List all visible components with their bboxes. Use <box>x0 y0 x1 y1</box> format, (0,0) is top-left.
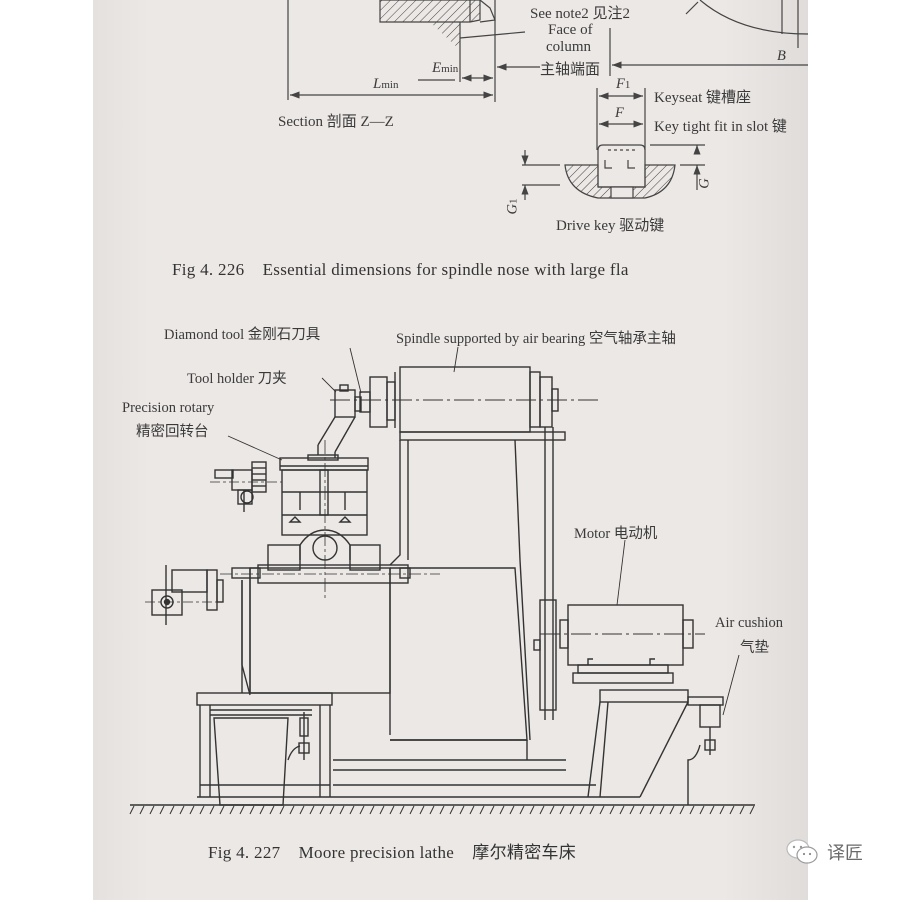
face-of-column-label-line2: column <box>546 39 591 55</box>
section-label: Section 剖面 Z—Z <box>278 114 394 130</box>
diamond-tool-label: Diamond tool 金刚石刀具 <box>164 327 321 343</box>
watermark-text: 译匠 <box>827 843 863 864</box>
precision-rotary-label-line1: Precision rotary <box>122 400 215 416</box>
l-subscript: min <box>381 79 399 91</box>
fig227-caption: Fig 4. 227 Moore precision lathe 摩尔精密车床 <box>208 843 577 862</box>
motor-label: Motor 电动机 <box>574 526 658 542</box>
watermark: 译匠 <box>785 838 863 866</box>
l-min-label: Lmin <box>373 76 398 93</box>
e-symbol: E <box>432 60 442 76</box>
keyseat-label: Keyseat 键槽座 <box>654 90 752 106</box>
g1-subscript: 1 <box>507 198 520 205</box>
spindle-air-bearing-label: Spindle supported by air bearing 空气轴承主轴 <box>396 331 676 347</box>
book-page <box>93 0 808 900</box>
see-note-label: See note2 见注2 <box>530 6 630 22</box>
tool-holder-label: Tool holder 刀夹 <box>187 371 287 387</box>
e-min-label: Emin <box>432 60 458 77</box>
page-shading <box>93 0 808 900</box>
f1-subscript: 1 <box>624 79 631 91</box>
precision-rotary-label-line2: 精密回转台 <box>136 424 209 440</box>
fig227-leaders <box>227 346 740 716</box>
fig226-caption: Fig 4. 226 Essential dimensions for spin… <box>172 260 629 279</box>
spindle-end-face-label: 主轴端面 <box>540 62 601 78</box>
f1-dimension-label: F1 <box>616 76 630 93</box>
drive-key-label: Drive key 驱动键 <box>556 218 665 234</box>
face-of-column-label-line1: Face of <box>548 22 593 38</box>
f1-symbol: F <box>616 76 625 92</box>
b-dimension-label: B <box>777 48 786 64</box>
e-subscript: min <box>441 63 459 75</box>
key-tight-fit-label: Key tight fit in slot 键 <box>654 119 787 135</box>
g-dimension-label: G <box>696 178 713 189</box>
f-dimension-label: F <box>615 105 624 121</box>
l-symbol: L <box>373 76 382 92</box>
air-cushion-label-line2: 气垫 <box>740 640 769 656</box>
fig227-lathe-drawing <box>129 366 755 815</box>
wechat-icon <box>786 839 818 864</box>
g1-dimension-label: G1 <box>504 199 521 215</box>
fig226-drawing <box>287 0 809 200</box>
air-cushion-label-line1: Air cushion <box>715 615 784 631</box>
g1-symbol: G <box>504 204 521 215</box>
